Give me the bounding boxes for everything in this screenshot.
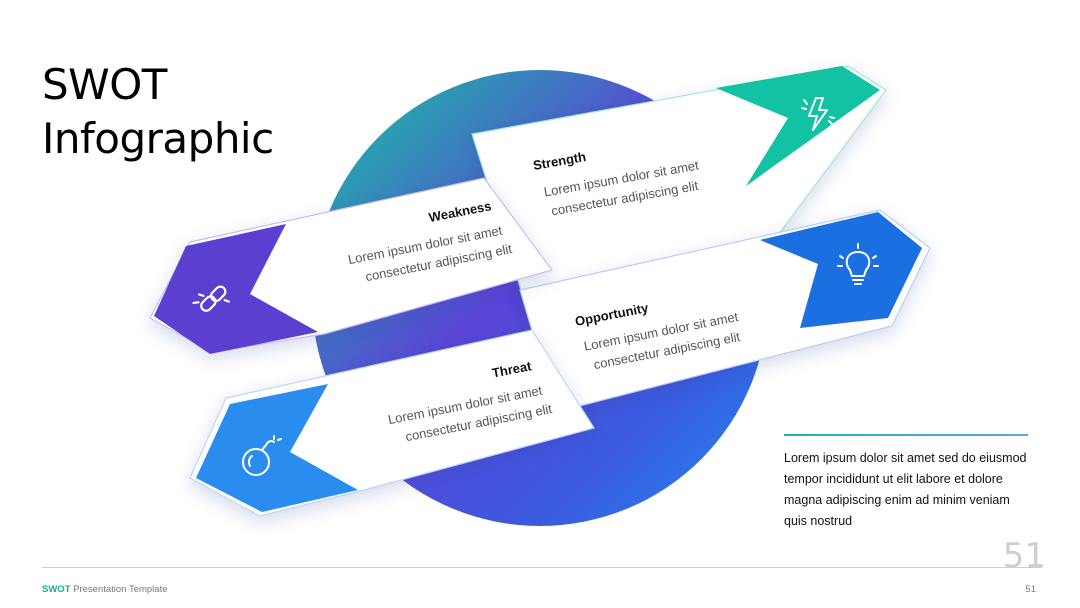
footer-label: SWOT Presentation Template — [42, 584, 168, 595]
note-divider — [784, 434, 1028, 436]
lightbulb-icon — [837, 243, 879, 285]
footer-page-number: 51 — [1025, 584, 1036, 595]
footer-brand: SWOT — [42, 584, 71, 595]
footer-divider — [42, 567, 1042, 568]
chain-link-icon — [192, 285, 230, 312]
slide-title-line1: SWOT — [42, 60, 167, 109]
bomb-icon — [242, 435, 282, 476]
opportunity-arrow — [760, 212, 922, 328]
page-number-large: 51 — [1002, 536, 1046, 576]
strength-arrow — [716, 66, 880, 186]
slide-title-line2: Infographic — [42, 114, 274, 163]
weakness-arrow — [154, 224, 318, 354]
lightning-icon — [801, 97, 835, 131]
slide-title: SWOT Infographic — [42, 58, 342, 166]
threat-ribbon — [189, 329, 595, 517]
note-text: Lorem ipsum dolor sit amet sed do eiusmo… — [784, 451, 1027, 528]
footer-label-text: Presentation Template — [73, 584, 168, 595]
threat-arrow — [196, 384, 358, 512]
weakness-ribbon — [149, 177, 553, 354]
